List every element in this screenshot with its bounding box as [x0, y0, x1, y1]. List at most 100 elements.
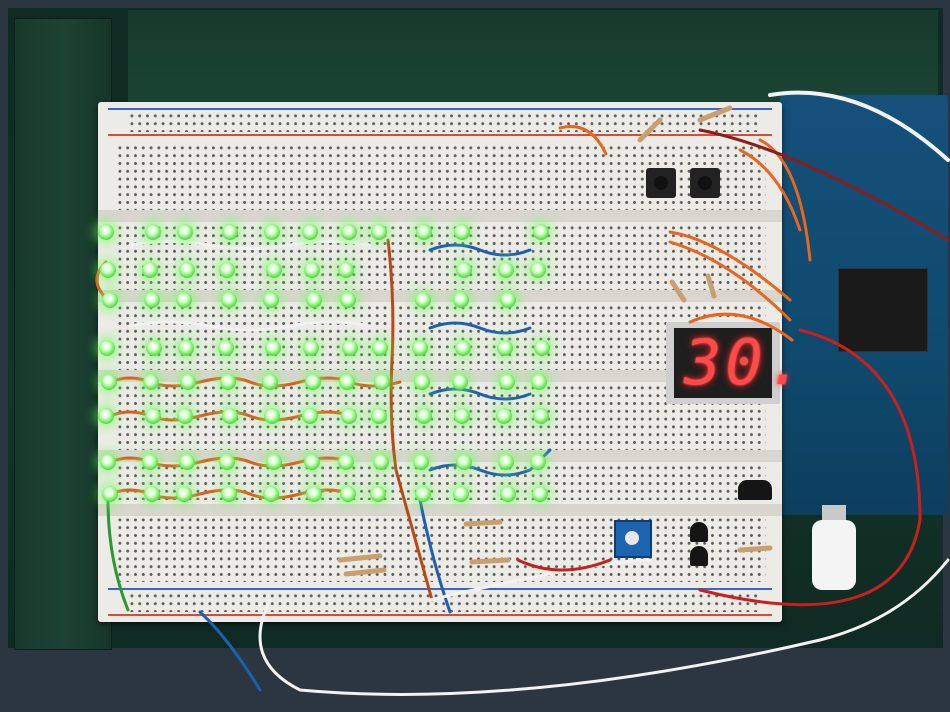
channel-5	[98, 504, 782, 516]
green-led	[302, 408, 318, 424]
orange-bundle-2	[668, 240, 792, 322]
green-led	[99, 340, 115, 356]
green-led	[454, 408, 470, 424]
green-led	[222, 408, 238, 424]
white-jumper-1	[128, 240, 372, 250]
white-jumper-2	[128, 320, 372, 332]
green-led	[373, 454, 389, 470]
green-led	[264, 224, 280, 240]
green-led	[264, 408, 280, 424]
left-green-panel	[14, 18, 112, 650]
green-led	[452, 374, 468, 390]
green-led	[179, 262, 195, 278]
green-led	[499, 374, 515, 390]
green-led	[340, 486, 356, 502]
push-button-left	[646, 168, 676, 198]
top-rail-red-line	[108, 134, 772, 136]
resistor-mid-1	[669, 279, 687, 303]
resistor-bottom-5	[737, 545, 773, 553]
block-2-holes	[116, 304, 766, 370]
center-blue-wire	[418, 498, 452, 614]
green-led	[176, 292, 192, 308]
green-led	[177, 224, 193, 240]
green-led	[496, 408, 512, 424]
green-led	[221, 292, 237, 308]
green-led	[180, 374, 196, 390]
green-led	[341, 408, 357, 424]
green-led	[497, 340, 513, 356]
green-led	[531, 374, 547, 390]
bottom-rail-blue-line	[108, 588, 772, 590]
resistor-top-2	[697, 105, 733, 123]
green-led	[340, 292, 356, 308]
green-led	[530, 454, 546, 470]
green-led	[304, 262, 320, 278]
blue-wire-bottom-left	[198, 610, 262, 692]
green-led	[498, 262, 514, 278]
green-led	[144, 486, 160, 502]
green-led	[534, 340, 550, 356]
red-wire-long	[698, 328, 922, 607]
transistor-2	[690, 546, 708, 566]
green-led	[143, 374, 159, 390]
top-rail-blue-line	[108, 108, 772, 110]
green-led	[374, 374, 390, 390]
green-led	[179, 454, 195, 470]
top-rail-holes	[128, 112, 758, 132]
green-led	[177, 408, 193, 424]
resistor-mid-2	[705, 273, 717, 299]
bottom-rail-holes	[128, 592, 758, 612]
green-led	[532, 486, 548, 502]
blue-jumper-4	[428, 448, 552, 477]
transistor-3	[738, 480, 772, 500]
green-led	[456, 262, 472, 278]
green-led	[454, 224, 470, 240]
white-jumper-bottom	[428, 558, 652, 602]
green-led	[338, 262, 354, 278]
green-led	[142, 454, 158, 470]
lower-terminal-holes	[116, 516, 766, 582]
microcontroller-chip	[838, 268, 928, 352]
green-led	[416, 224, 432, 240]
green-led	[372, 340, 388, 356]
bottom-rail-red-line	[108, 614, 772, 616]
green-led	[413, 454, 429, 470]
green-led	[304, 454, 320, 470]
green-led	[263, 486, 279, 502]
green-led	[500, 292, 516, 308]
orange-bundle-4	[738, 148, 802, 232]
green-led	[102, 292, 118, 308]
resistor-bottom-4	[469, 557, 511, 565]
green-led	[415, 486, 431, 502]
upper-channel	[98, 210, 782, 222]
green-led	[101, 374, 117, 390]
green-led	[306, 292, 322, 308]
green-led	[303, 340, 319, 356]
green-led	[266, 454, 282, 470]
usb-cable	[812, 520, 856, 590]
green-led	[220, 374, 236, 390]
green-led	[416, 408, 432, 424]
green-led	[265, 340, 281, 356]
push-button-right	[690, 168, 720, 198]
green-led	[98, 224, 114, 240]
green-led	[306, 486, 322, 502]
green-led	[533, 408, 549, 424]
blue-jumper-2	[428, 321, 532, 335]
left-green-wire	[106, 498, 130, 612]
green-led	[456, 454, 472, 470]
green-led	[453, 486, 469, 502]
green-led	[221, 486, 237, 502]
green-led	[176, 486, 192, 502]
white-cable-top	[768, 90, 950, 162]
green-led	[339, 374, 355, 390]
green-led	[144, 292, 160, 308]
green-led	[219, 454, 235, 470]
green-led	[142, 262, 158, 278]
orange-bundle-3	[688, 312, 794, 342]
green-led	[100, 454, 116, 470]
green-led	[302, 224, 318, 240]
green-led	[500, 486, 516, 502]
green-led	[178, 340, 194, 356]
